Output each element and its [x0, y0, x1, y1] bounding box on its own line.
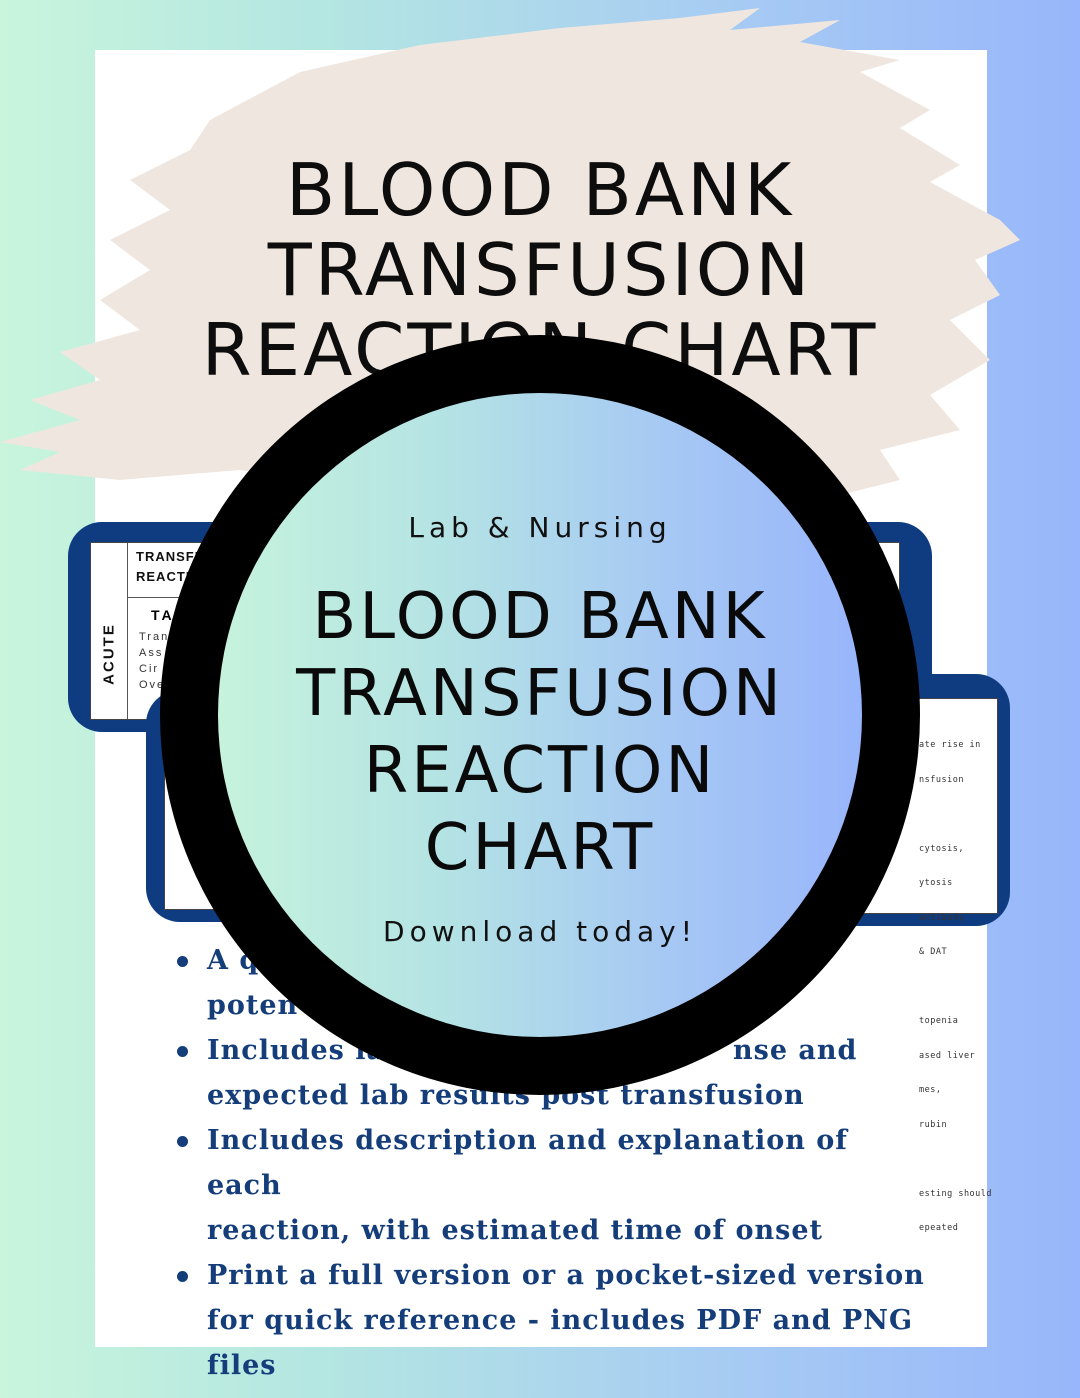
promo-badge: Lab & Nursing BLOOD BANK TRANSFUSION REA…: [218, 393, 862, 1037]
table-snippet: ate rise in nsfusion ​ cytosis, ytosis a…: [919, 717, 992, 1258]
feature-line-tail: nse and: [733, 1035, 858, 1066]
table-header-line: TRANSFU: [136, 549, 206, 564]
cell-line: Tran: [139, 631, 170, 643]
row-label-acute: ACUTE: [91, 589, 128, 719]
snippet-line: & DAT: [919, 947, 948, 957]
snippet-line: rubin: [919, 1119, 948, 1130]
cell-text: Tran Ass Cir Ove: [139, 629, 169, 693]
snippet-line: esting should: [919, 1188, 993, 1199]
cell-line: Cir: [139, 663, 160, 675]
snippet-line: topenia: [919, 1016, 959, 1026]
snippet-line: nsfusion: [919, 774, 964, 785]
row-label-text: ACUTE: [100, 623, 118, 685]
cell-line: Ass: [139, 647, 164, 659]
snippet-line: epeated: [919, 1223, 959, 1233]
feature-line: poten: [207, 990, 299, 1021]
snippet-line: ytosis: [919, 878, 953, 888]
paint-brush-stroke: [0, 8, 1020, 530]
poster-title-line: TRANSFUSION: [267, 228, 813, 312]
snippet-line: ​: [919, 1154, 992, 1166]
snippet-line: ased liver: [919, 1050, 976, 1061]
feature-line: for quick reference - includes PDF and P…: [207, 1305, 914, 1336]
feature-line: Includes description and explanation of …: [207, 1125, 848, 1201]
snippet-line: ​: [919, 809, 992, 821]
feature-line: files: [207, 1350, 277, 1381]
cell-title: TA: [151, 607, 175, 623]
snippet-line: ​: [919, 982, 992, 994]
feature-line: Print a full version or a pocket-sized v…: [207, 1260, 925, 1291]
feature-item: Print a full version or a pocket-sized v…: [168, 1253, 928, 1388]
snippet-line: antibody: [919, 912, 964, 923]
badge-title-line: BLOOD BANK: [312, 580, 768, 654]
feature-line: reaction, with estimated time of onset: [207, 1215, 823, 1246]
snippet-line: mes,: [919, 1085, 942, 1095]
badge-title-line: CHART: [424, 811, 656, 885]
poster-title-line: BLOOD BANK: [285, 148, 795, 232]
feature-item: Includes description and explanation of …: [168, 1118, 928, 1253]
snippet-line: cytosis,: [919, 843, 964, 854]
badge-title: BLOOD BANK TRANSFUSION REACTION CHART: [218, 579, 862, 887]
snippet-line: ate rise in: [919, 740, 981, 750]
badge-title-line: REACTION: [363, 734, 717, 808]
cell-line: Ove: [139, 679, 166, 691]
badge-title-line: TRANSFUSION: [296, 657, 784, 731]
download-call-to-action: Download today!: [383, 915, 697, 948]
badge-subtitle: Lab & Nursing: [408, 511, 672, 544]
